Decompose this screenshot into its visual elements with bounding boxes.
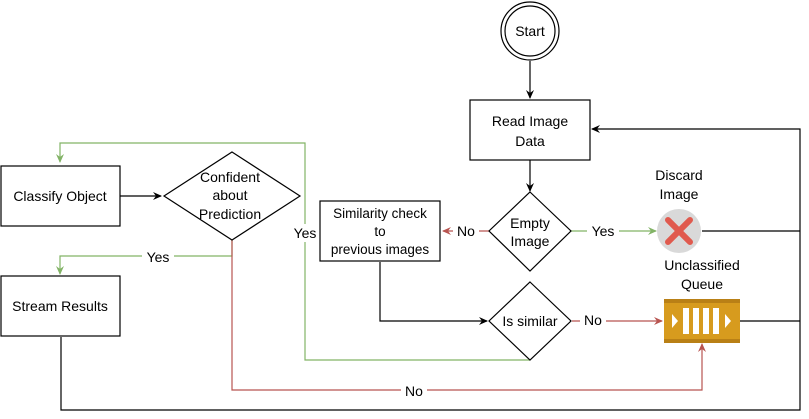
node-queue-label-line2: Queue — [681, 276, 723, 292]
edge-label-issimilar-no: No — [584, 312, 602, 328]
node-confident-line1: Confident — [200, 169, 260, 185]
node-queue-label-line1: Unclassified — [664, 257, 739, 273]
node-read-image-line1: Read Image — [492, 113, 568, 129]
edge-confident-no-queue — [231, 240, 706, 391]
queue-icon — [664, 299, 740, 343]
edge-label-confident-no: No — [405, 383, 423, 399]
node-classify-object: Classify Object — [0, 165, 121, 227]
node-is-similar: Is similar — [488, 281, 572, 361]
discard-x-icon — [657, 209, 701, 253]
node-start: Start — [500, 1, 560, 61]
node-stream-label: Stream Results — [12, 298, 108, 314]
node-empty-image: Empty Image — [488, 191, 572, 272]
node-similarity-line3: previous images — [331, 242, 430, 257]
edge-label-empty-no: No — [457, 223, 475, 239]
node-confident-line3: Prediction — [199, 206, 261, 222]
node-confident: Confident about Prediction — [162, 151, 302, 241]
node-similarity-check: Similarity check to previous images — [319, 200, 441, 262]
edge-label-confident-yes: Yes — [147, 249, 170, 265]
node-empty-image-line1: Empty — [510, 215, 550, 231]
node-discard-label-line2: Image — [660, 186, 699, 202]
edge-label-issimilar-yes: Yes — [294, 225, 317, 241]
node-is-similar-label: Is similar — [502, 313, 558, 329]
edge-issimilar-yes-classify — [56, 142, 530, 361]
node-unclassified-queue: Unclassified Queue — [664, 257, 740, 343]
node-confident-line2: about — [212, 187, 247, 203]
node-empty-image-line2: Image — [511, 233, 550, 249]
edge-similarity-to-issimilar — [379, 262, 488, 325]
node-read-image: Read Image Data — [469, 99, 591, 161]
node-similarity-line2: to — [374, 224, 385, 239]
node-read-image-line2: Data — [515, 133, 545, 149]
node-discard-image: Discard Image — [655, 167, 703, 253]
node-classify-label: Classify Object — [13, 188, 106, 204]
edge-label-empty-yes: Yes — [592, 223, 615, 239]
node-start-label: Start — [515, 23, 545, 39]
node-stream-results: Stream Results — [0, 275, 121, 337]
edge-stream-loop-read — [60, 125, 801, 411]
node-discard-label-line1: Discard — [655, 167, 702, 183]
node-similarity-line1: Similarity check — [333, 206, 427, 221]
